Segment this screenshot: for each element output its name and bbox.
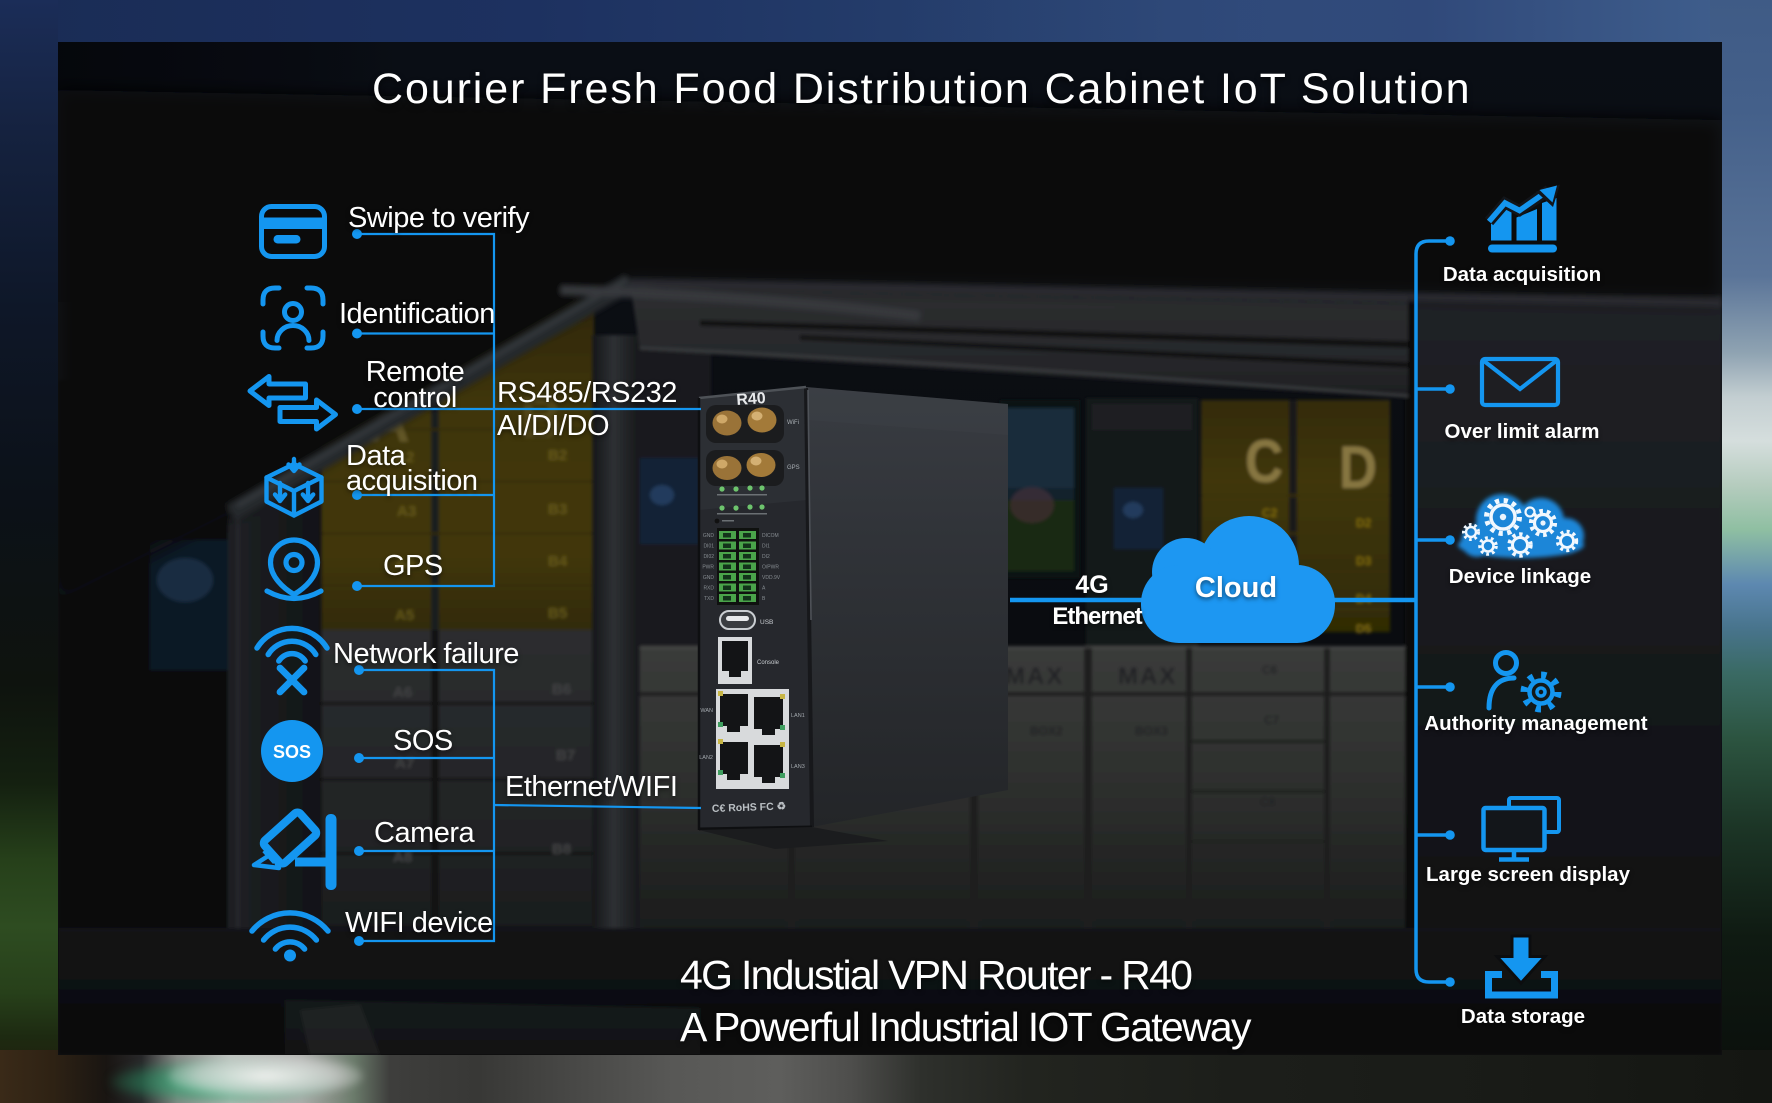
svg-text:SOS: SOS: [273, 742, 311, 762]
svg-text:BOX3: BOX3: [1135, 724, 1168, 738]
svg-text:LAN2: LAN2: [699, 755, 713, 761]
svg-text:DI1: DI1: [762, 544, 770, 550]
svg-text:USB: USB: [760, 619, 773, 626]
svg-text:A6: A6: [393, 684, 412, 701]
svg-text:A2: A2: [395, 449, 414, 466]
svg-text:LAN3: LAN3: [791, 764, 805, 770]
svg-text:RXD: RXD: [703, 586, 714, 592]
svg-text:A5: A5: [395, 607, 414, 624]
svg-text:B: B: [520, 386, 562, 451]
svg-text:PWR: PWR: [702, 565, 714, 571]
svg-text:LAN1: LAN1: [791, 713, 805, 719]
svg-text:B3: B3: [548, 501, 567, 518]
svg-text:C8: C8: [1260, 795, 1276, 809]
svg-text:B8: B8: [552, 841, 571, 858]
svg-text:A4: A4: [395, 555, 415, 572]
svg-text:A: A: [762, 586, 766, 592]
svg-text:D3: D3: [1356, 554, 1372, 568]
svg-text:D2: D2: [1356, 516, 1372, 530]
svg-text:VDD.9V: VDD.9V: [762, 575, 781, 581]
svg-text:C€ RoHS FC ♻: C€ RoHS FC ♻: [712, 800, 787, 815]
svg-text:B5: B5: [548, 605, 567, 622]
svg-text:R40: R40: [736, 390, 767, 409]
svg-text:C7: C7: [1264, 713, 1280, 727]
svg-text:O/PWR: O/PWR: [762, 565, 779, 571]
svg-text:D: D: [1339, 434, 1377, 501]
svg-text:B7: B7: [556, 747, 575, 764]
svg-text:TXD: TXD: [704, 596, 714, 602]
svg-text:WiFi: WiFi: [787, 420, 799, 426]
svg-text:Console: Console: [757, 660, 780, 666]
svg-text:BOX2: BOX2: [1030, 724, 1063, 738]
svg-text:A8: A8: [393, 849, 412, 866]
svg-text:D5: D5: [1356, 622, 1372, 636]
svg-text:C6: C6: [1262, 663, 1278, 677]
svg-text:A3: A3: [397, 503, 416, 520]
svg-text:MAX: MAX: [1118, 663, 1177, 690]
svg-text:B2: B2: [548, 447, 567, 464]
svg-text:MAX: MAX: [1005, 663, 1064, 690]
svg-text:DI2: DI2: [762, 554, 770, 560]
svg-text:C2: C2: [1262, 506, 1278, 520]
svg-text:GND: GND: [703, 575, 715, 581]
svg-text:B4: B4: [548, 553, 568, 570]
svg-text:GPS: GPS: [787, 465, 800, 471]
svg-text:B6: B6: [552, 681, 571, 698]
svg-text:DICOM: DICOM: [762, 533, 779, 539]
svg-text:WAN: WAN: [700, 708, 713, 714]
svg-text:DI01: DI01: [703, 544, 714, 550]
svg-text:B: B: [762, 596, 766, 602]
svg-text:DI02: DI02: [703, 554, 714, 560]
svg-text:C: C: [1245, 428, 1283, 495]
svg-text:GND: GND: [703, 533, 715, 539]
svg-text:A7: A7: [395, 755, 414, 772]
